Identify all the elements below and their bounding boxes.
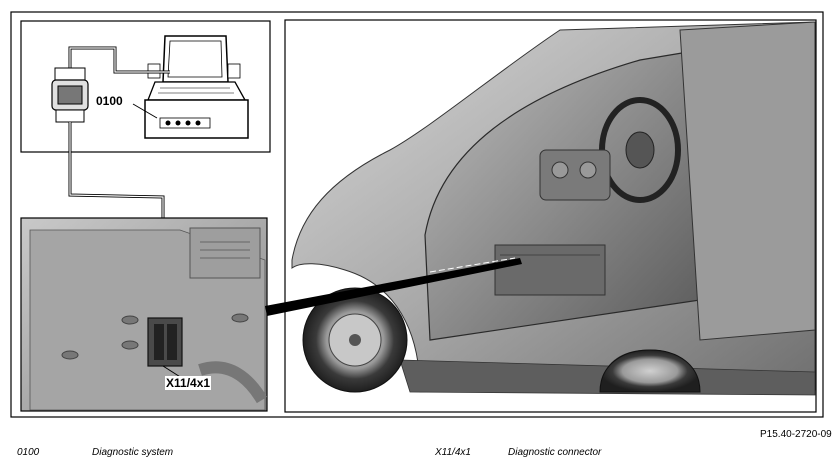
open-door [679,21,816,341]
connector-detail-panel [20,217,268,412]
callout-0100: 0100 [96,94,123,108]
car-panel [284,19,817,413]
diagnostic-system-panel [20,20,271,153]
laptop-screen [162,35,229,83]
legend-desc-2: Diagnostic connector [508,447,602,458]
legend-code-1: 0100 [17,447,40,458]
dash-panel [539,149,611,201]
laptop-keyboard [147,81,247,101]
multiplexer-device [51,67,89,123]
legend-desc-1: Diagnostic system [92,447,174,458]
leader-0100 [132,103,158,119]
footwell-area [494,244,606,296]
figure-id: P15.40-2720-09 [760,429,832,440]
outer-frame [10,11,824,418]
rear-wheel [599,349,701,393]
callout-x11-4x1: X11/4x1 [165,376,212,390]
pointer-line [265,258,522,316]
legend-code-2: X11/4x1 [435,447,471,458]
